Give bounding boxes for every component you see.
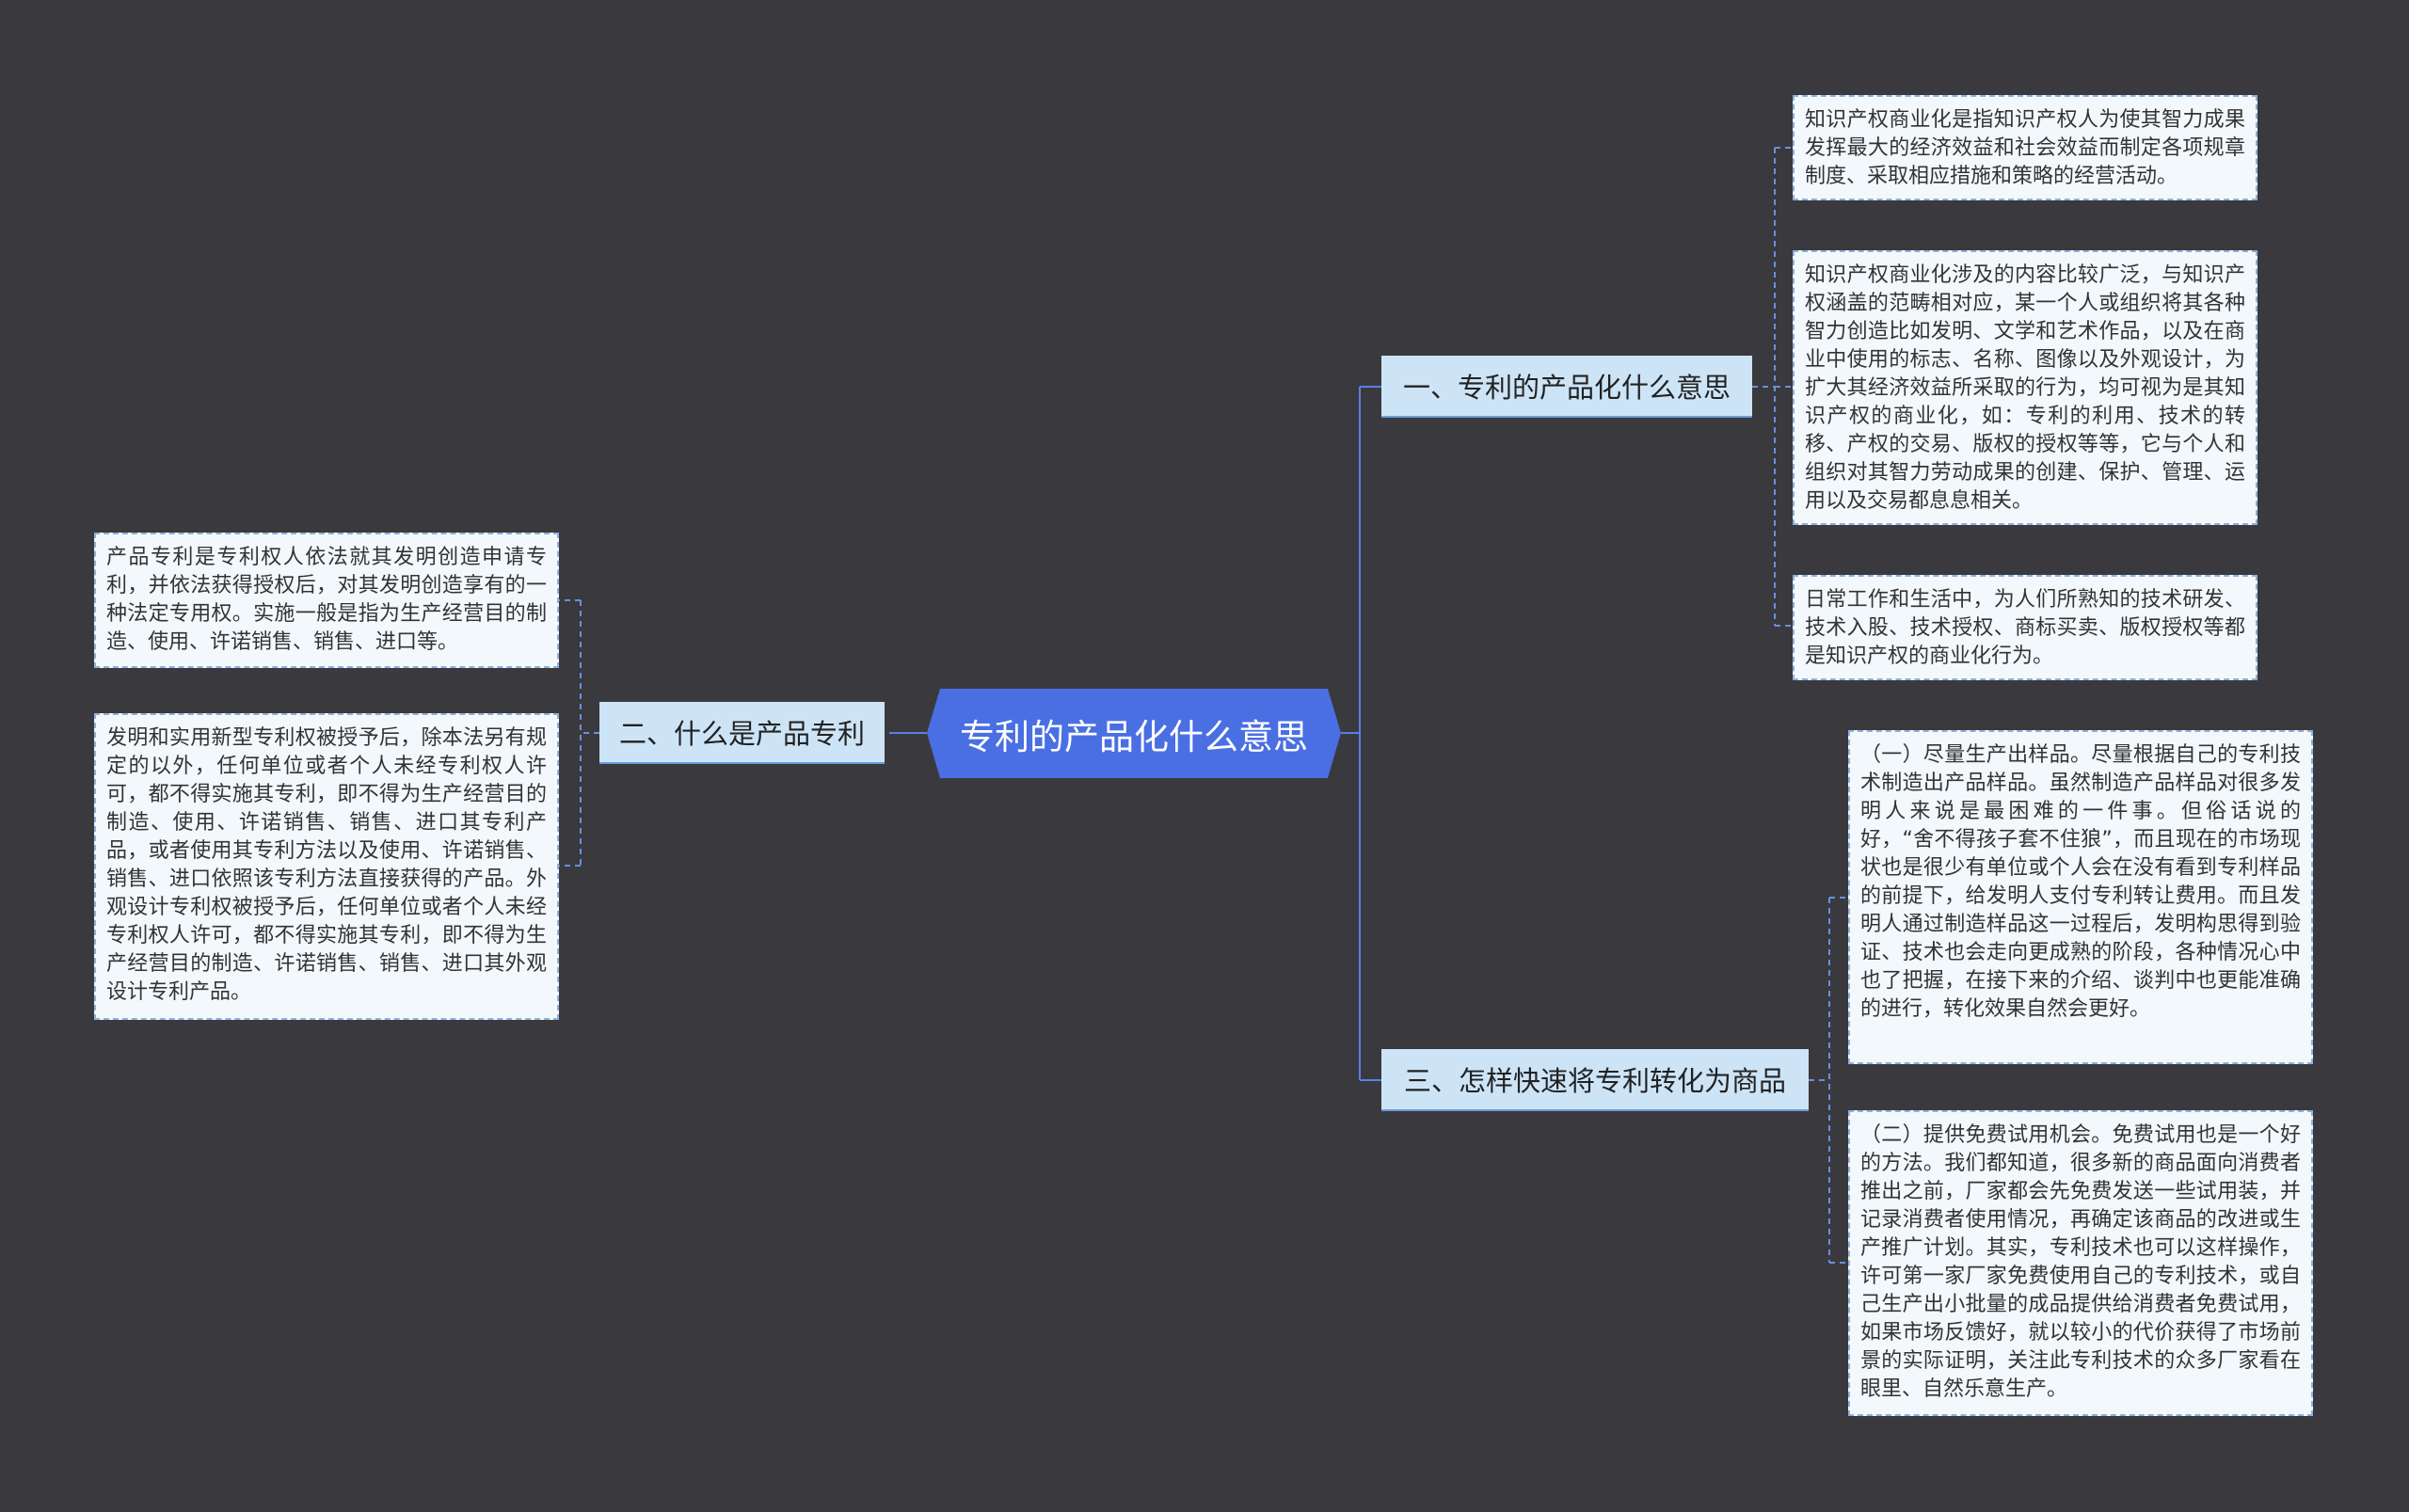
- branch-topic-3[interactable]: 三、怎样快速将专利转化为商品: [1381, 1049, 1809, 1111]
- leaf-1-1[interactable]: 知识产权商业化是指知识产权人为使其智力成果发挥最大的经济效益和社会效益而制定各项…: [1793, 95, 2257, 200]
- connector-branch2-leaves: [559, 599, 599, 867]
- leaf-2-1-text: 产品专利是专利权人依法就其发明创造申请专利，并依法获得授权后，对其发明创造享有的…: [106, 546, 547, 654]
- leaf-1-1-text: 知识产权商业化是指知识产权人为使其智力成果发挥最大的经济效益和社会效益而制定各项…: [1805, 108, 2245, 188]
- connector-branch3-leaves: [1809, 897, 1848, 1264]
- branch-topic-2[interactable]: 二、什么是产品专利: [599, 702, 885, 764]
- leaf-3-2-text: （二）提供免费试用机会。免费试用也是一个好的方法。我们都知道，很多新的商品面向消…: [1860, 1123, 2301, 1401]
- leaf-1-2[interactable]: 知识产权商业化涉及的内容比较广泛，与知识产权涵盖的范畴相对应，某一个人或组织将其…: [1793, 250, 2257, 525]
- leaf-2-1[interactable]: 产品专利是专利权人依法就其发明创造申请专利，并依法获得授权后，对其发明创造享有的…: [94, 533, 559, 668]
- connector-branch1-leaves: [1752, 147, 1793, 627]
- leaf-1-3[interactable]: 日常工作和生活中，为人们所熟知的技术研发、技术入股、技术授权、商标买卖、版权授权…: [1793, 575, 2257, 680]
- leaf-1-2-text: 知识产权商业化涉及的内容比较广泛，与知识产权涵盖的范畴相对应，某一个人或组织将其…: [1805, 263, 2245, 513]
- leaf-3-1-text: （一）尽量生产出样品。尽量根据自己的专利技术制造出产品样品。虽然制造产品样品对很…: [1860, 743, 2301, 1021]
- leaf-1-3-text: 日常工作和生活中，为人们所熟知的技术研发、技术入股、技术授权、商标买卖、版权授权…: [1805, 588, 2245, 668]
- leaf-3-2[interactable]: （二）提供免费试用机会。免费试用也是一个好的方法。我们都知道，很多新的商品面向消…: [1848, 1110, 2313, 1416]
- branch-topic-1[interactable]: 一、专利的产品化什么意思: [1381, 356, 1752, 418]
- leaf-2-2-text: 发明和实用新型专利权被授予后，除本法另有规定的以外，任何单位或者个人未经专利权人…: [106, 726, 547, 1004]
- leaf-3-1[interactable]: （一）尽量生产出样品。尽量根据自己的专利技术制造出产品样品。虽然制造产品样品对很…: [1848, 730, 2313, 1064]
- leaf-2-2[interactable]: 发明和实用新型专利权被授予后，除本法另有规定的以外，任何单位或者个人未经专利权人…: [94, 713, 559, 1020]
- branch-topic-1-label: 一、专利的产品化什么意思: [1402, 372, 1731, 404]
- root-topic-label: 专利的产品化什么意思: [960, 716, 1308, 757]
- branch-topic-3-label: 三、怎样快速将专利转化为商品: [1403, 1065, 1786, 1097]
- branch-topic-2-label: 二、什么是产品专利: [618, 718, 865, 750]
- connector-root-right: [1341, 386, 1381, 1081]
- root-topic[interactable]: 专利的产品化什么意思: [927, 689, 1341, 778]
